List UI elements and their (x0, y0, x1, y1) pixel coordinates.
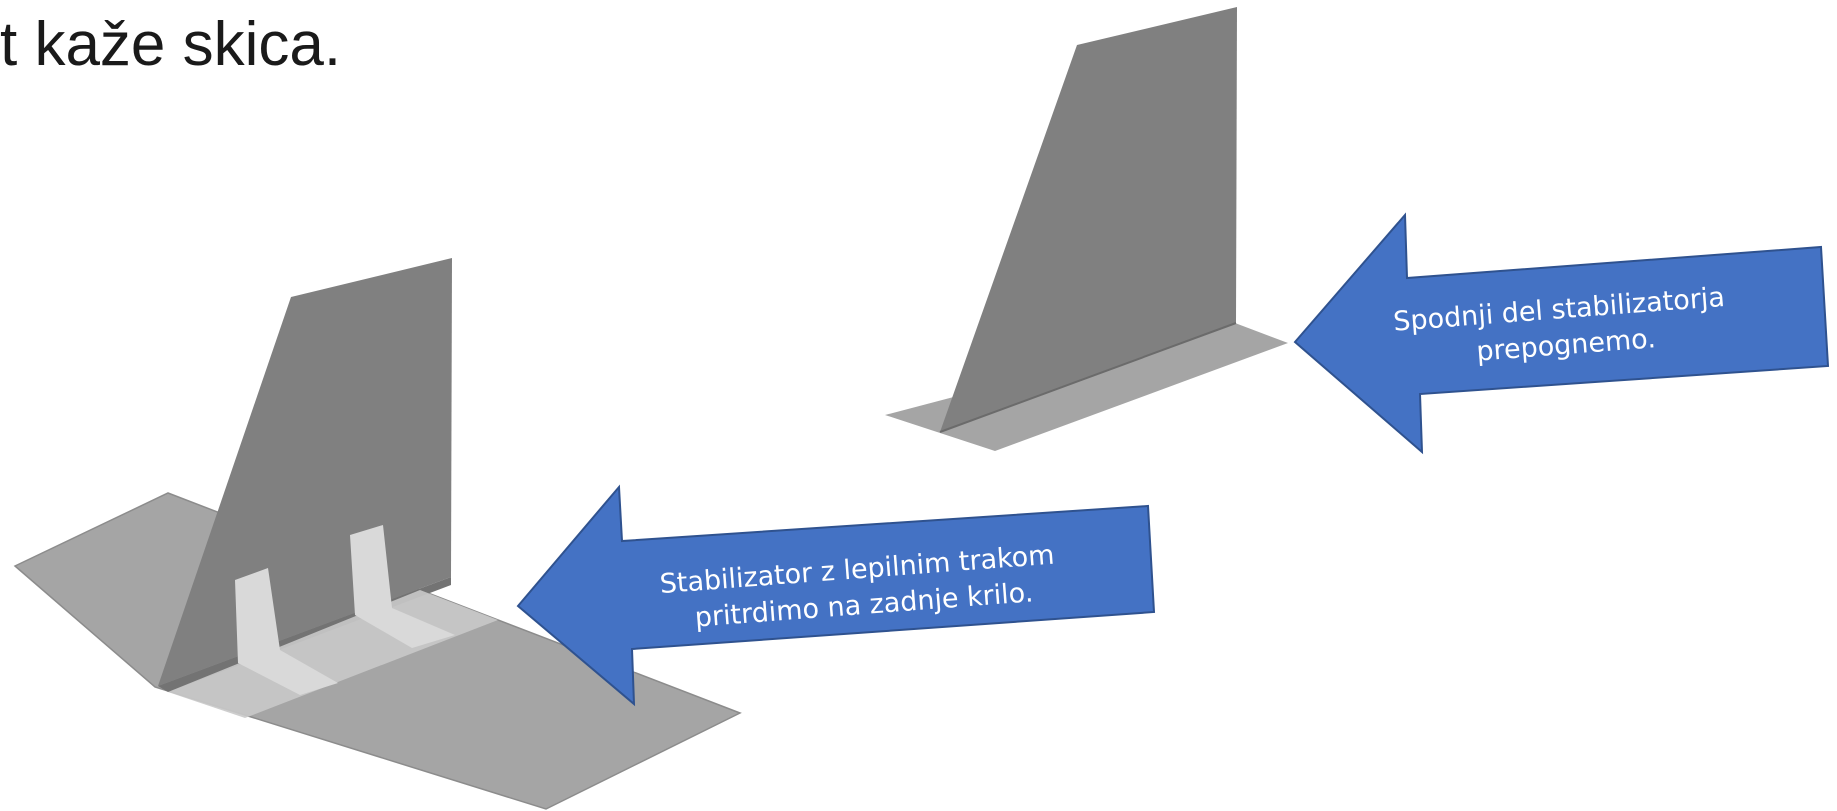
stabilizer-on-wing (13, 258, 742, 810)
stabilizer-fin (940, 7, 1237, 432)
callout-arrow-fold: Spodnji del stabilizatorja prepognemo. (1293, 212, 1830, 455)
folded-base-flap (885, 323, 1288, 451)
tape-strip-front (235, 568, 338, 695)
stabilizer-folded (885, 7, 1288, 451)
fold-line (939, 322, 1237, 433)
page-title: t kaže skica. (0, 10, 342, 79)
tape-strip-back (350, 525, 455, 648)
callout-arrow-attach: Stabilizator z lepilnim trakom pritrdimo… (516, 484, 1156, 707)
